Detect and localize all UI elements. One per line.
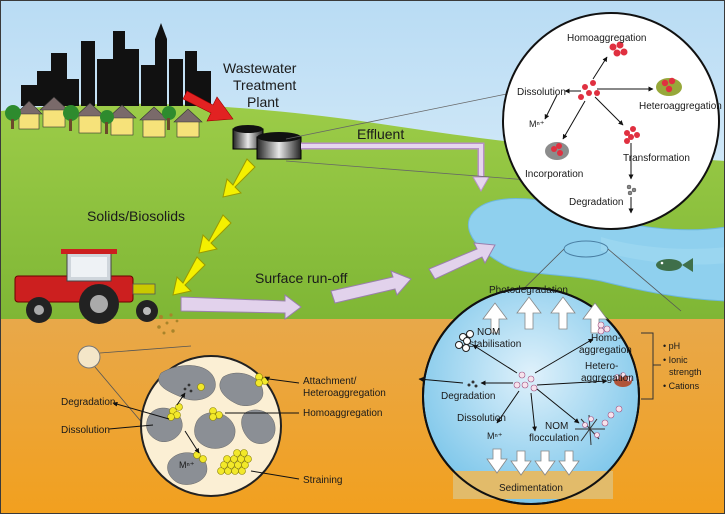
wwtp-line-1: Wastewater bbox=[223, 60, 297, 76]
biosolid-spread bbox=[157, 313, 179, 335]
wc-label-metal: Mⁿ⁺ bbox=[487, 431, 503, 441]
wc-label-photodegradation: Photodegradation bbox=[489, 285, 568, 296]
factor-ionic-2: strength bbox=[669, 367, 702, 377]
city-to-plant-arrow bbox=[182, 90, 234, 122]
tractor-icon bbox=[14, 249, 158, 324]
wc-label-nom-stab: NOM bbox=[477, 327, 500, 338]
sw-label-heteroaggregation: Heteroaggregation bbox=[639, 101, 722, 112]
treatment-plant-icon bbox=[232, 125, 302, 160]
soil-sample-icon bbox=[77, 345, 101, 369]
soil-label-attachment: Attachment/ bbox=[303, 376, 357, 387]
effluent-label: Effluent bbox=[357, 126, 404, 142]
wc-label-sedimentation: Sedimentation bbox=[499, 483, 563, 494]
soil-process-circle: Degradation Dissolution Mⁿ⁺ Attachment/ … bbox=[61, 355, 386, 497]
solids-label: Solids/Biosolids bbox=[87, 208, 185, 224]
sw-label-metal: Mⁿ⁺ bbox=[529, 119, 545, 129]
wwtp-line-2: Treatment bbox=[233, 77, 296, 93]
factor-ionic: • Ionic bbox=[663, 355, 688, 365]
factor-ph: • pH bbox=[663, 341, 680, 351]
wc-label-homo-2: aggregation bbox=[579, 345, 632, 356]
sw-label-incorporation: Incorporation bbox=[525, 169, 583, 180]
surface-water-circle: Homoaggregation Dissolution Mⁿ⁺ Heteroag… bbox=[502, 12, 722, 230]
effluent-pipe bbox=[301, 142, 490, 193]
factor-cations: • Cations bbox=[663, 381, 700, 391]
sw-label-homoaggregation: Homoaggregation bbox=[567, 33, 647, 44]
zoom-line bbox=[99, 345, 192, 354]
wc-label-nom-stab-2: stabilisation bbox=[469, 339, 521, 350]
zoom-line bbox=[607, 248, 682, 312]
river-branch bbox=[601, 237, 724, 265]
wc-label-nom-floc: NOM bbox=[545, 421, 568, 432]
heteroaggregate-icon bbox=[614, 372, 632, 387]
wc-label-degradation: Degradation bbox=[441, 391, 495, 402]
wwtp-label: Wastewater Treatment Plant bbox=[223, 60, 297, 110]
soil-label-homoaggregation: Homoaggregation bbox=[303, 408, 383, 419]
zoom-line bbox=[285, 160, 542, 182]
fish-icon bbox=[656, 258, 693, 272]
wwtp-line-3: Plant bbox=[247, 94, 279, 110]
sw-label-degradation: Degradation bbox=[569, 197, 623, 208]
wc-label-homo: Homo- bbox=[591, 333, 621, 344]
runoff-label: Surface run-off bbox=[255, 270, 347, 286]
zoom-line bbox=[285, 88, 532, 140]
wc-label-hetero: Hetero- bbox=[585, 361, 618, 372]
wc-label-hetero-2: aggregation bbox=[581, 373, 634, 384]
city-skyline-icon bbox=[21, 23, 211, 106]
soil-label-straining: Straining bbox=[303, 475, 342, 486]
solids-arrows bbox=[172, 158, 256, 296]
runoff-arrows bbox=[180, 242, 496, 320]
soil-label-metal: Mⁿ⁺ bbox=[179, 460, 195, 470]
sw-label-dissolution: Dissolution bbox=[517, 87, 566, 98]
heteroaggregate-top-icon bbox=[656, 77, 682, 96]
water-column-circle: Photodegradation NOM stabilisation Homo-… bbox=[418, 285, 640, 505]
soil-label-dissolution: Dissolution bbox=[61, 425, 110, 436]
sw-label-transformation: Transformation bbox=[623, 153, 690, 164]
houses-icon bbox=[5, 96, 203, 138]
soil-label-degradation: Degradation bbox=[61, 397, 115, 408]
soil-label-heteroaggregation: Heteroaggregation bbox=[303, 388, 386, 399]
incorporation-icon bbox=[545, 142, 569, 160]
wc-label-dissolution: Dissolution bbox=[457, 413, 506, 424]
wc-label-nom-floc-2: flocculation bbox=[529, 433, 579, 444]
factors-bracket: • pH • Ionic strength • Cations bbox=[641, 332, 702, 400]
